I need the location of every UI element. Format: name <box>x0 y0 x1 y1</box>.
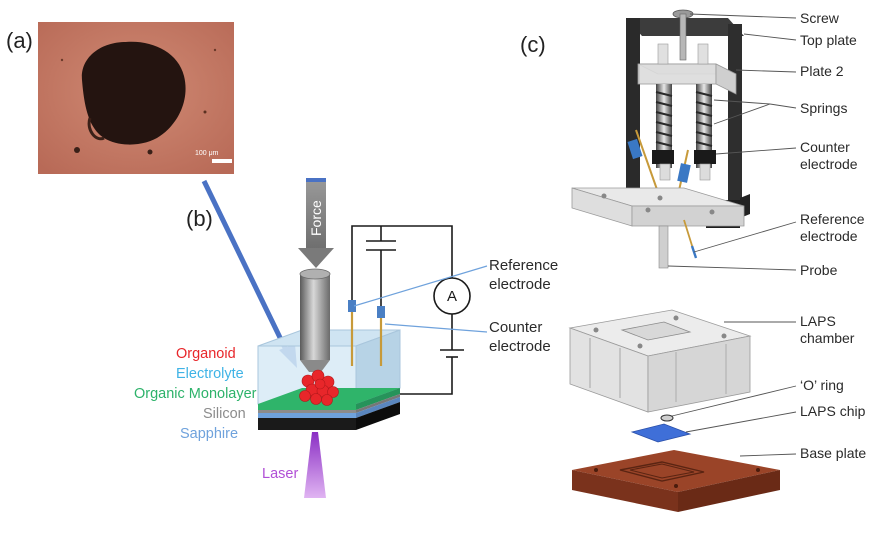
plate-2 <box>637 43 737 95</box>
circuit <box>351 225 464 395</box>
panel-label-a: (a) <box>6 28 33 53</box>
label-laser: Laser <box>262 466 298 482</box>
ammeter: A <box>433 277 471 315</box>
o-ring <box>660 414 674 422</box>
label-reference-electrode-c: Reference electrode <box>800 211 868 244</box>
leaders-c <box>667 13 797 457</box>
reference-electrode-line1: Reference <box>489 257 558 274</box>
reference-electrode-label: Reference electrode <box>489 257 562 293</box>
counter-electrode-line1: Counter <box>489 319 542 336</box>
laps-chamber <box>568 309 752 413</box>
label-organoid: Organoid <box>176 346 236 362</box>
label-o-ring: ‘O’ ring <box>800 377 844 393</box>
label-laps-chamber-line2: chamber <box>800 330 855 346</box>
label-probe: Probe <box>800 262 838 278</box>
probe-c <box>658 219 698 269</box>
reference-leader <box>353 265 488 307</box>
label-counter-c-line1: Counter <box>800 139 850 155</box>
label-sapphire: Sapphire <box>180 426 238 442</box>
electrolyte-box <box>257 329 401 405</box>
base-plate <box>572 450 780 512</box>
counter-electrode-label: Counter electrode <box>489 319 551 355</box>
force-arrow: Force <box>298 178 334 268</box>
counter-electrode-line2: electrode <box>489 338 551 355</box>
labels-c: Screw Top plate Plate 2 Springs Counter … <box>800 10 868 461</box>
substrate-stack <box>258 388 400 430</box>
screw <box>672 9 694 61</box>
scale-bar-label: 100 μm <box>195 150 219 157</box>
label-springs: Springs <box>800 100 847 116</box>
electrodes-c <box>627 129 691 205</box>
label-counter-c-line2: electrode <box>800 156 858 172</box>
panel-label-b: (b) <box>186 206 213 231</box>
label-laps-chamber: LAPS chamber <box>800 313 855 346</box>
laps-chip <box>630 423 692 443</box>
label-laps-chip: LAPS chip <box>800 403 866 419</box>
label-reference-c-line2: electrode <box>800 228 858 244</box>
label-counter-electrode-c: Counter electrode <box>800 139 858 172</box>
label-silicon: Silicon <box>203 406 246 422</box>
ammeter-label: A <box>447 288 457 305</box>
force-label: Force <box>308 200 324 236</box>
label-electrolyte: Electrolyte <box>176 366 244 382</box>
label-plate2: Plate 2 <box>800 63 844 79</box>
reference-electrode-line2: electrode <box>489 276 551 293</box>
probe <box>299 268 331 372</box>
organoid-cluster <box>299 369 339 406</box>
label-top-plate: Top plate <box>800 32 857 48</box>
panel-label-c: (c) <box>520 32 546 57</box>
counter-leader <box>384 323 488 333</box>
organoid-blob <box>81 41 186 145</box>
top-plate-block <box>571 187 745 227</box>
label-laps-chamber-line1: LAPS <box>800 313 836 329</box>
label-reference-c-line1: Reference <box>800 211 865 227</box>
springs <box>652 84 716 181</box>
label-base-plate: Base plate <box>800 445 866 461</box>
label-monolayer: Organic Monolayer <box>134 386 257 402</box>
micrograph: 100 μm <box>38 22 234 174</box>
laser-beam <box>304 432 326 498</box>
electrodes-b <box>348 240 385 366</box>
scale-bar <box>212 159 232 163</box>
label-screw: Screw <box>800 10 840 26</box>
